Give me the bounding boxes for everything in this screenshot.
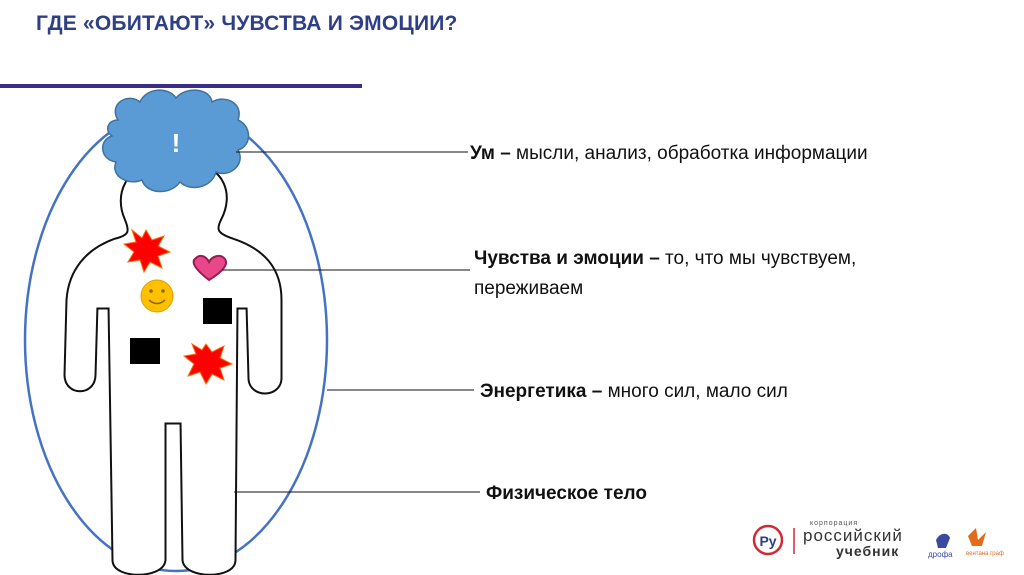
label-feelings-bold: Чувства и эмоции – [474,248,660,269]
slide-title: ГДЕ «ОБИТАЮТ» ЧУВСТВА И ЭМОЦИИ? [36,12,458,35]
publisher-logo: Ру [752,524,986,556]
cloud-exclamation: ! [172,128,181,158]
logo-corp-name-line2: учебник [836,543,900,559]
label-physical-body: Физическое тело [486,479,647,509]
label-feelings-text: то, что мы чувствуем, переживаем [474,248,857,299]
label-mind-text: мысли, анализ, обработка информации [510,143,868,164]
logo-corp-small-text: корпорация [810,520,859,527]
label-mind: Ум – мысли, анализ, обработка информации [470,139,868,169]
logo-ventana-text: вентана граф [966,551,1004,557]
logo-corp-name-line1: российский [803,526,903,545]
title-underline [0,84,362,88]
label-feelings: Чувства и эмоции – то, что мы чувствуем,… [474,244,954,304]
black-square-right [203,298,232,324]
svg-text:Ру: Ру [759,533,776,549]
human-silhouette [63,160,283,575]
heart-icon [192,254,228,282]
black-square-left [130,338,160,364]
label-mind-bold: Ум – [470,143,511,164]
label-energy-bold: Энергетика – [480,381,603,402]
label-energy-text: много сил, мало сил [602,381,788,402]
logo-drofa-text: дрофа [928,550,953,559]
explosion-star-top [122,228,172,274]
label-energy: Энергетика – много сил, мало сил [480,377,788,407]
smiley-icon [140,279,174,313]
explosion-star-bottom [182,342,234,386]
cloud-shape [102,89,250,193]
label-physical-body-bold: Физическое тело [486,483,647,504]
